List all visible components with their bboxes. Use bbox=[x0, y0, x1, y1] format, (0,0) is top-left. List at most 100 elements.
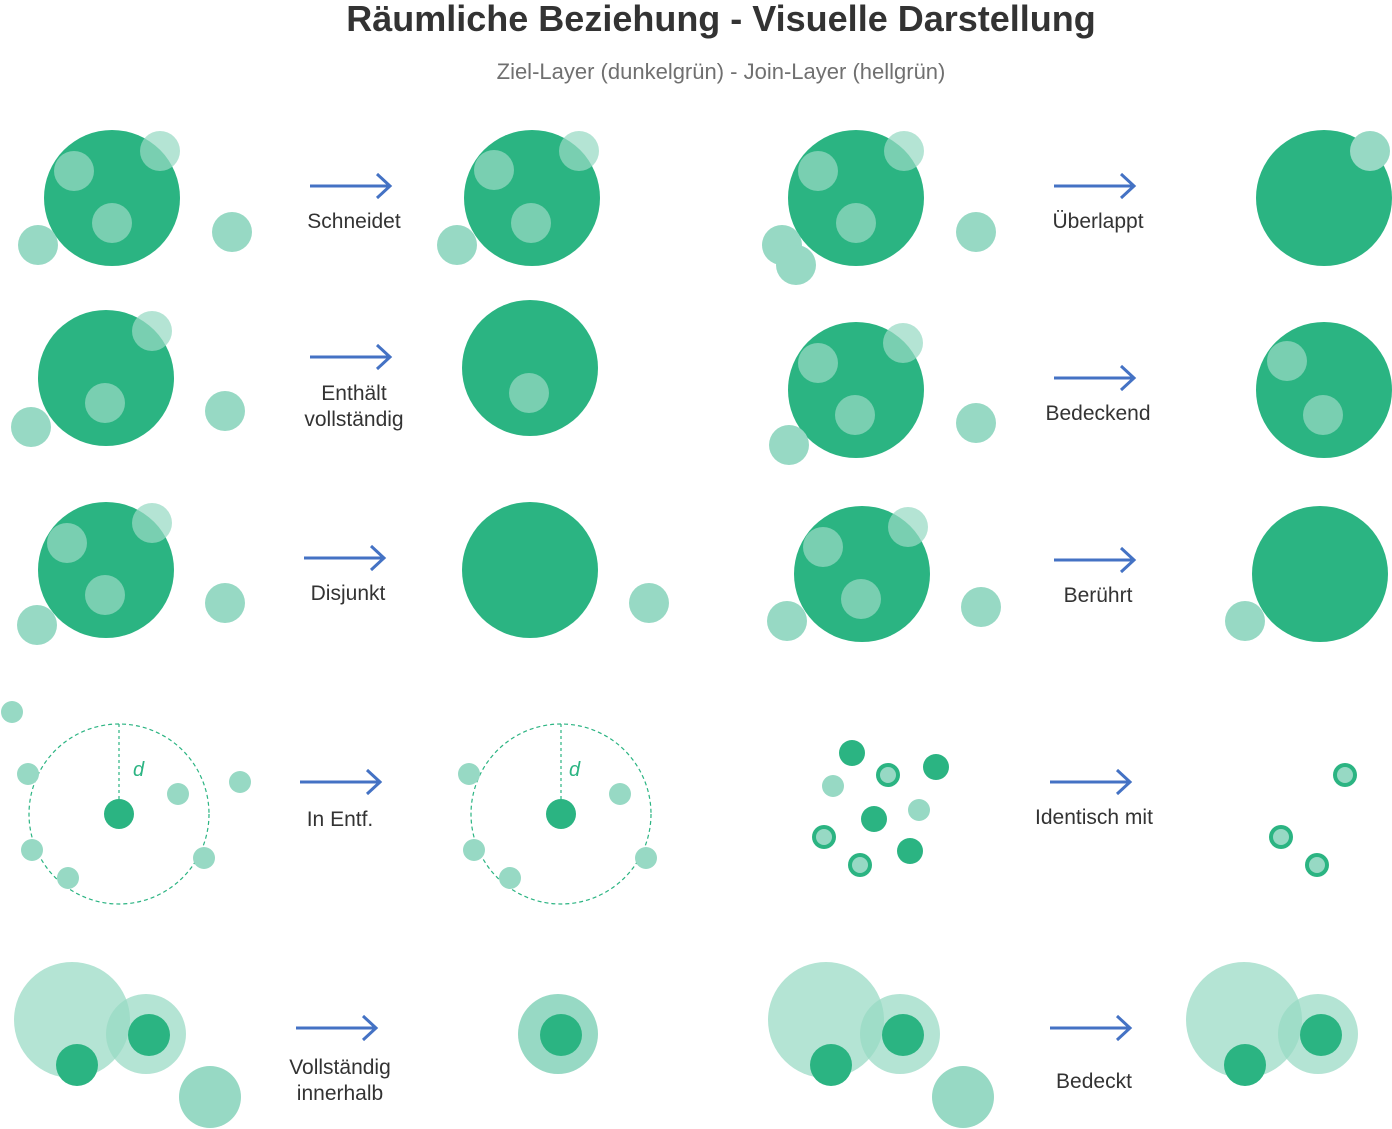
join-point bbox=[499, 867, 521, 889]
join-feature bbox=[559, 131, 599, 171]
join-feature bbox=[888, 507, 928, 547]
relation-disjunkt: Disjunkt bbox=[17, 502, 669, 645]
join-point bbox=[17, 763, 39, 785]
target-point bbox=[839, 740, 865, 766]
join-point bbox=[193, 847, 215, 869]
join-feature bbox=[509, 373, 549, 413]
join-point bbox=[57, 867, 79, 889]
relation-schneidet: Schneidet bbox=[18, 130, 600, 266]
join-feature bbox=[85, 383, 125, 423]
join-point bbox=[167, 783, 189, 805]
join-point bbox=[908, 799, 930, 821]
arrow-head bbox=[1115, 1014, 1133, 1042]
identical-point-inner bbox=[1273, 829, 1289, 845]
join-feature bbox=[841, 579, 881, 619]
join-polygon bbox=[179, 1066, 241, 1128]
join-feature bbox=[474, 150, 514, 190]
join-feature bbox=[11, 407, 51, 447]
distance-label: d bbox=[133, 759, 145, 781]
relation-label: Identisch mit bbox=[1035, 806, 1153, 829]
target-point bbox=[104, 799, 134, 829]
arrow-head bbox=[375, 343, 393, 371]
relation-label: Disjunkt bbox=[311, 582, 386, 605]
join-feature bbox=[803, 527, 843, 567]
relation-label: innerhalb bbox=[297, 1082, 383, 1105]
page-title: Räumliche Beziehung - Visuelle Darstellu… bbox=[346, 0, 1096, 39]
join-point bbox=[609, 783, 631, 805]
target-polygon bbox=[1300, 1014, 1342, 1056]
join-point bbox=[463, 839, 485, 861]
join-feature bbox=[1225, 601, 1265, 641]
target-polygon bbox=[1256, 322, 1392, 458]
relation-ueberlappt: Überlappt bbox=[762, 130, 1392, 285]
identical-point-inner bbox=[852, 857, 868, 873]
arrow-head bbox=[375, 172, 393, 200]
join-point bbox=[458, 763, 480, 785]
relation-label: Vollständig bbox=[289, 1056, 391, 1079]
join-feature bbox=[18, 225, 58, 265]
identical-point-inner bbox=[880, 767, 896, 783]
join-feature bbox=[629, 583, 669, 623]
target-polygon bbox=[462, 502, 598, 638]
join-polygon bbox=[932, 1066, 994, 1128]
target-polygon bbox=[1252, 506, 1388, 642]
join-feature bbox=[132, 311, 172, 351]
relation-vollstaendig-innerhalb: Vollständig innerhalb bbox=[14, 962, 598, 1128]
join-feature bbox=[1267, 341, 1307, 381]
arrow-head bbox=[365, 768, 383, 796]
relation-in-entf: d In Entf. d bbox=[1, 701, 657, 905]
relation-identisch-mit: Identisch mit bbox=[812, 740, 1357, 877]
join-feature bbox=[884, 131, 924, 171]
distance-label: d bbox=[569, 759, 581, 781]
identical-point-inner bbox=[1309, 857, 1325, 873]
relation-label: In Entf. bbox=[307, 808, 374, 831]
target-point bbox=[546, 799, 576, 829]
relation-label: vollständig bbox=[304, 408, 403, 431]
target-point bbox=[923, 754, 949, 780]
relation-label: Enthält bbox=[321, 382, 387, 405]
arrow-head bbox=[369, 544, 387, 572]
join-polygon bbox=[1186, 962, 1302, 1078]
join-feature bbox=[140, 131, 180, 171]
relation-bedeckt: Bedeckt bbox=[768, 962, 1358, 1128]
join-feature bbox=[511, 203, 551, 243]
join-point bbox=[1, 701, 23, 723]
join-feature bbox=[1350, 131, 1390, 171]
arrow-head bbox=[1115, 768, 1133, 796]
relation-beruehrt: Berührt bbox=[767, 506, 1388, 642]
join-feature bbox=[798, 343, 838, 383]
join-feature bbox=[836, 203, 876, 243]
join-feature bbox=[798, 151, 838, 191]
join-polygon bbox=[14, 962, 130, 1078]
target-polygon bbox=[1224, 1044, 1266, 1086]
join-feature bbox=[212, 212, 252, 252]
join-feature bbox=[17, 605, 57, 645]
identical-point-inner bbox=[1337, 767, 1353, 783]
join-point bbox=[822, 775, 844, 797]
arrow-head bbox=[1119, 172, 1137, 200]
join-feature bbox=[956, 403, 996, 443]
relation-label: Bedeckend bbox=[1045, 402, 1150, 425]
join-polygon bbox=[768, 962, 884, 1078]
target-polygon bbox=[56, 1044, 98, 1086]
target-polygon bbox=[540, 1014, 582, 1056]
relation-bedeckend: Bedeckend bbox=[769, 322, 1392, 465]
target-polygon bbox=[882, 1014, 924, 1056]
relation-label: Bedeckt bbox=[1056, 1070, 1132, 1093]
join-feature bbox=[961, 587, 1001, 627]
target-point bbox=[897, 838, 923, 864]
relation-label: Überlappt bbox=[1052, 210, 1143, 233]
join-feature bbox=[767, 601, 807, 641]
arrow-head bbox=[361, 1014, 379, 1042]
target-polygon bbox=[128, 1014, 170, 1056]
arrow-head bbox=[1119, 546, 1137, 574]
target-polygon bbox=[810, 1044, 852, 1086]
arrow-head bbox=[1119, 364, 1137, 392]
join-feature bbox=[132, 503, 172, 543]
target-point bbox=[861, 806, 887, 832]
join-feature bbox=[54, 151, 94, 191]
join-feature bbox=[769, 425, 809, 465]
join-point bbox=[229, 771, 251, 793]
